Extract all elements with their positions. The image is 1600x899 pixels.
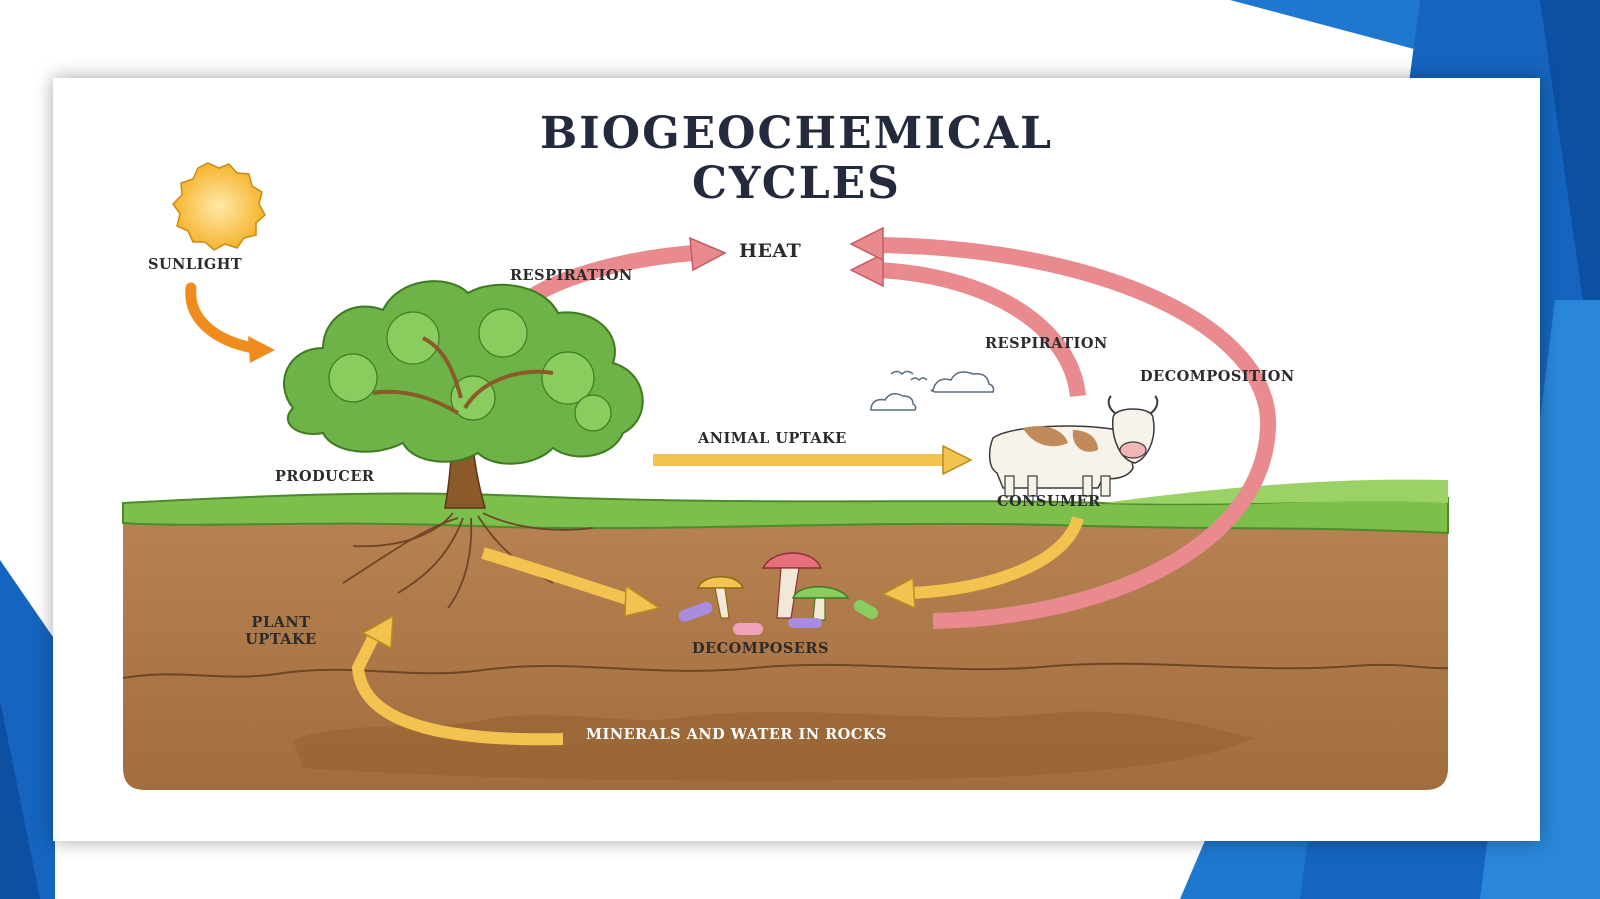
bird-icon	[890, 370, 928, 382]
plant-uptake-label: PLANT UPTAKE	[231, 614, 331, 648]
uptake-arrows	[351, 454, 1084, 746]
decomposition-label: DECOMPOSITION	[1140, 368, 1295, 385]
heat-arrowheads	[689, 226, 884, 288]
sunlight-arrow	[185, 282, 275, 363]
plant-respiration-label: RESPIRATION	[510, 267, 633, 284]
animal-respiration-label: RESPIRATION	[985, 335, 1108, 352]
biogeochemical-cycle-diagram	[122, 162, 1449, 790]
heat-label: HEAT	[739, 240, 802, 262]
ground	[122, 479, 1449, 790]
minerals-label: MINERALS AND WATER IN ROCKS	[586, 726, 887, 743]
diagram-title-line2: CYCLES	[692, 158, 901, 209]
diagram-title-line1: BIOGEOCHEMICAL	[539, 108, 1054, 159]
cow-icon	[988, 395, 1159, 497]
sunlight-label: SUNLIGHT	[148, 256, 243, 273]
cloud-icon	[870, 371, 995, 411]
sun-icon	[172, 162, 266, 251]
consumer-label: CONSUMER	[997, 493, 1101, 510]
diagram-card: BIOGEOCHEMICAL CYCLES SUNLIGHT RESPIRATI…	[53, 78, 1540, 841]
plant-uptake-label-line1: PLANT	[251, 614, 311, 631]
uptake-arrowheads	[361, 444, 973, 650]
tree-icon	[283, 280, 644, 609]
plant-uptake-label-line2: UPTAKE	[245, 631, 317, 648]
mushroom-icon	[678, 552, 878, 635]
decomposers-label: DECOMPOSERS	[692, 640, 829, 657]
animal-uptake-label: ANIMAL UPTAKE	[698, 430, 847, 447]
producer-label: PRODUCER	[275, 468, 375, 485]
